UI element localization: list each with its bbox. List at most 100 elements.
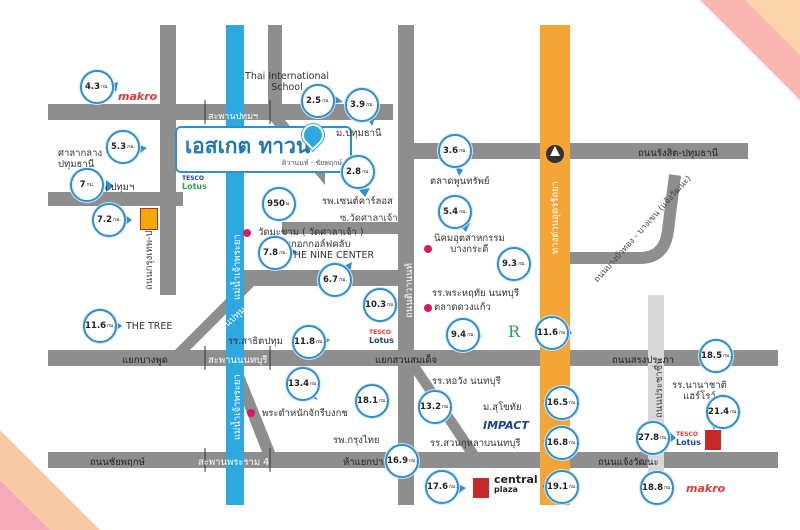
distance-value: 5.3: [111, 142, 127, 152]
distance-value: 7: [79, 180, 86, 190]
corner-decoration-top-right: [700, 0, 800, 100]
distance-value: 18.1: [357, 396, 379, 406]
pin-tail: [455, 166, 463, 176]
tesco-lotus-logo-2: TESCO Lotus: [369, 329, 394, 346]
pin-tail: [124, 214, 132, 226]
lotus-label: Lotus: [676, 438, 701, 447]
road-bridge-pathum2: [175, 270, 270, 350]
tesco-label: TESCO: [676, 431, 699, 438]
road-bangbuathong-bangkhen: [560, 174, 681, 264]
distance-value: 18.5: [701, 351, 723, 361]
distance-value: 11.8: [294, 337, 316, 347]
distance-value: 2.8: [346, 167, 362, 177]
distance-value: 3.6: [443, 146, 459, 156]
distance-value: 16.9: [387, 456, 409, 466]
place-school-satid: รร.สาธิตปทุม: [228, 336, 283, 347]
place-thai-intl-school: Thai International School: [245, 71, 329, 93]
pin-tail: [290, 248, 298, 256]
road-label-bridge-pathum: สะพานปทุมฯ: [208, 112, 259, 122]
place-mor-pathum: ม.ปทุมธานี: [336, 128, 382, 139]
makro-logo-bottom: makro: [686, 482, 726, 495]
distance-value: 9.4: [451, 330, 467, 340]
pin-tail: [106, 180, 114, 192]
expressway: [540, 25, 570, 505]
place-nine-center: THE NINE CENTER: [288, 250, 375, 261]
distance-value: 17.6: [427, 482, 449, 492]
distance-value: 16.5: [547, 398, 569, 408]
distance-unit: กม.: [379, 398, 387, 404]
distance-unit: กม.: [664, 485, 672, 491]
distance-unit: กม.: [569, 400, 577, 406]
pin-tail: [344, 262, 352, 272]
distance-unit: กม.: [660, 435, 668, 441]
place-rp-krungthai: รพ.กรุงไทย: [333, 435, 380, 446]
distance-value: 5.4: [443, 207, 459, 217]
bigc-logo-icon: [473, 478, 489, 498]
distance-value: 7.8: [263, 248, 279, 258]
distance-value: 10.3: [365, 300, 387, 310]
pin-tail: [140, 145, 147, 153]
impact-logo: IMPACT: [483, 419, 529, 432]
tesco-lotus-logo-3: TESCO Lotus: [676, 431, 701, 448]
pin-tail: [458, 484, 466, 494]
distance-value: 11.6: [85, 321, 107, 331]
distance-unit: กม.: [569, 440, 577, 446]
distance-unit: กม.: [113, 217, 121, 223]
distance-unit: กม.: [730, 409, 738, 415]
place-mor-sukhothai: ม.สุโขทัย: [483, 402, 522, 413]
pin-tail: [668, 432, 676, 444]
distance-unit: กม.: [459, 209, 467, 215]
road-label-chaengwattana: ถนนแจ้งวัฒนะ: [598, 457, 659, 468]
distance-unit: กม.: [409, 458, 417, 464]
poi-dot: [424, 245, 432, 253]
junction-pak-kret: ห้าแยกปากเกร็ด: [343, 457, 410, 468]
road-tiwanon: [398, 25, 414, 505]
distance-value: 6.7: [323, 275, 339, 285]
poi-dot: [424, 304, 432, 312]
road-left-vertical: [160, 25, 176, 295]
tesco-label: TESCO: [182, 175, 205, 182]
distance-unit: กม.: [107, 323, 115, 329]
distance-unit: กม.: [127, 144, 135, 150]
distance-unit: กม.: [518, 261, 526, 267]
tesco-lotus-logo-1: TESCO Lotus: [182, 175, 207, 192]
junction-suan-somdet: แยกสวนสมเด็จ: [375, 355, 438, 366]
road-label-bridge-nonthaburi: สะพานนนทบุรี: [208, 355, 268, 366]
place-school-suan-kularb: รร.สวนกุหลาบนนทบุรี: [430, 438, 521, 449]
place-school-phraharuthai: รร.พระหฤทัย นนทบุรี: [432, 288, 519, 299]
bigc-logo-icon: [140, 208, 158, 230]
place-wat-maha: วัดมะขาม ( วัดศาลาเจ้า ): [258, 227, 364, 238]
distance-unit: กม.: [86, 182, 95, 188]
place-rp-central-cross: รพ.เซนต์คาร์ลอส: [322, 196, 393, 207]
distance-value: 19.1: [547, 482, 569, 492]
distance-unit: กม.: [459, 148, 467, 154]
distance-value: 950: [267, 199, 285, 209]
distance-unit: กม.: [316, 339, 324, 345]
distance-value: 7.2: [97, 215, 113, 225]
distance-value: 16.8: [547, 438, 569, 448]
distance-unit: กม.: [569, 484, 577, 490]
pin-tail: [359, 188, 370, 197]
road-label-chao-phraya: แม่น้ำเจ้าพระยา: [232, 234, 243, 300]
tesco-label: TESCO: [369, 329, 392, 336]
